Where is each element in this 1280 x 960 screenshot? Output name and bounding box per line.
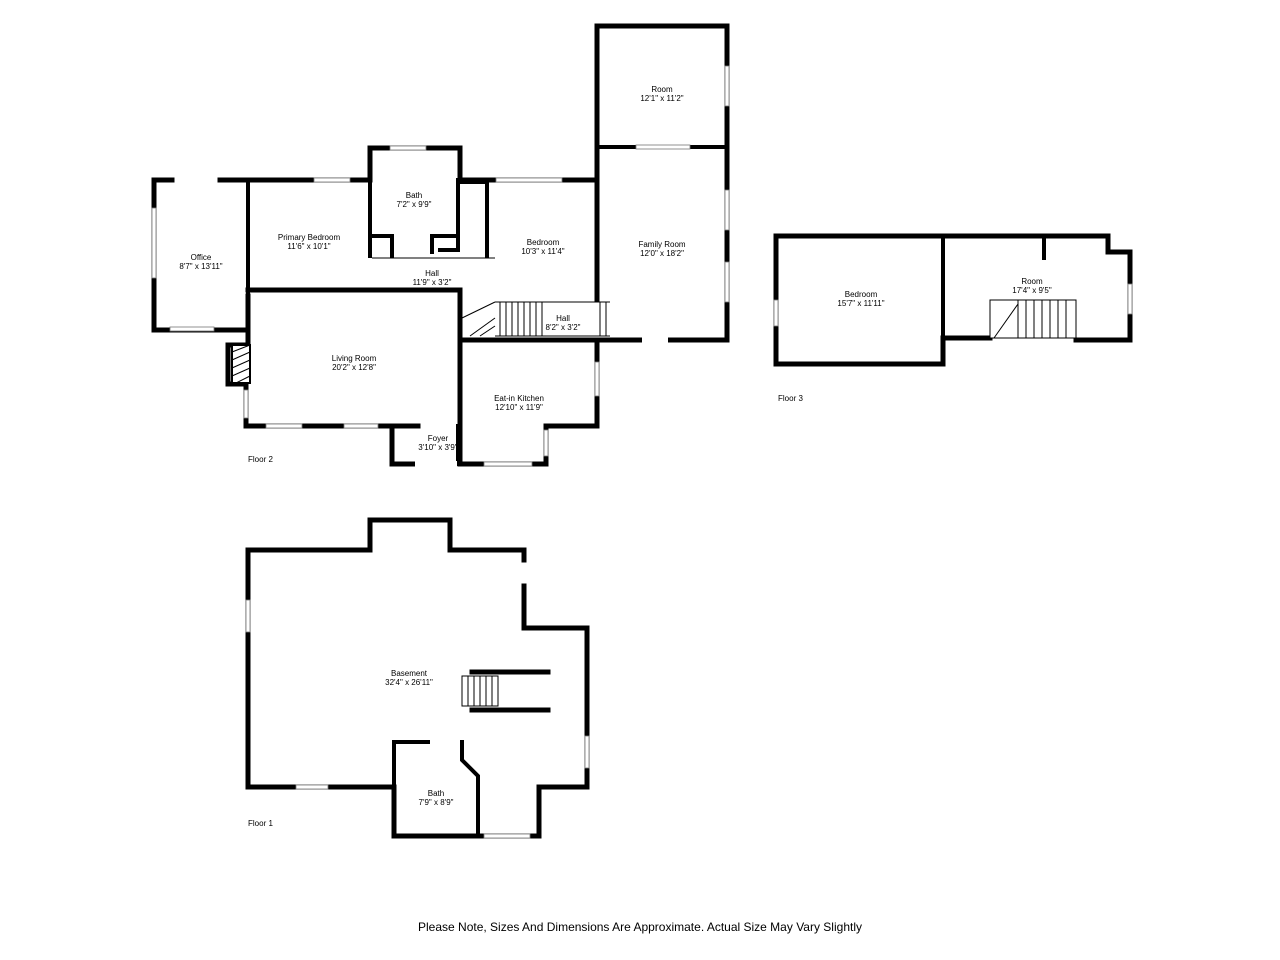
floor3-room-dims: 17'4" x 9'5"	[1012, 286, 1052, 295]
primary-bedroom-dims: 11'6" x 10'1"	[287, 242, 330, 251]
bath-dims: 7'2" x 9'9"	[397, 200, 432, 209]
lower-hall-name: Hall	[556, 314, 570, 323]
upper-hall-name: Hall	[425, 269, 439, 278]
family-room-dims: 12'0" x 18'2"	[640, 249, 684, 258]
windows-floor-3	[773, 283, 1133, 327]
fireplace-hatch	[231, 344, 251, 384]
floor-2-label: Floor 2	[248, 455, 273, 464]
basement-stair-treads	[467, 676, 493, 706]
room-labels: Office 8'7" x 13'11" Primary Bedroom 11'…	[179, 85, 1052, 934]
basement-bath-walls-2	[460, 740, 480, 838]
floor3-room-name: Room	[1021, 277, 1043, 286]
office-dims: 8'7" x 13'11"	[179, 262, 222, 271]
basement-dims: 32'4" x 26'11"	[385, 678, 433, 687]
room-walls	[594, 23, 730, 343]
windows-floor-1	[245, 599, 590, 839]
disclaimer-text: Please Note, Sizes And Dimensions Are Ap…	[418, 920, 862, 934]
kitchen-dims: 12'10" x 11'9"	[495, 403, 543, 412]
bath-name: Bath	[406, 191, 422, 200]
doors-floor-2	[415, 337, 668, 467]
primary-bedroom-top-wall	[245, 145, 598, 183]
room-name: Room	[651, 85, 673, 94]
stair-treads	[461, 301, 607, 337]
floor-3-label: Floor 3	[778, 394, 803, 403]
foyer-name: Foyer	[428, 434, 449, 443]
floor3-stairs	[989, 299, 1077, 339]
room-dims: 12'1" x 11'2"	[640, 94, 683, 103]
floor3-bedroom-name: Bedroom	[845, 290, 878, 299]
primary-bedroom-name: Primary Bedroom	[278, 233, 341, 242]
floor3-bedroom-dims: 15'7" x 11'11"	[837, 299, 884, 308]
floor-1-label: Floor 1	[248, 819, 273, 828]
windows-floor-2	[151, 65, 730, 467]
bedroom-dims: 10'3" x 11'4"	[521, 247, 564, 256]
upper-hall-dims: 11'9" x 3'2"	[413, 278, 452, 287]
foyer-dims: 3'10" x 3'9"	[418, 443, 458, 452]
kitchen-name: Eat-in Kitchen	[494, 394, 544, 403]
floor-3-plan	[773, 233, 1133, 367]
living-room-name: Living Room	[332, 354, 377, 363]
office-name: Office	[191, 253, 212, 262]
bedroom-name: Bedroom	[527, 238, 560, 247]
living-room-walls	[225, 293, 419, 467]
floor-1-plan	[245, 517, 590, 839]
living-room-dims: 20'2" x 12'8"	[332, 363, 376, 372]
floor-2-plan	[151, 23, 730, 467]
floor3-stair-treads	[993, 300, 1067, 339]
basement-name: Basement	[391, 669, 428, 678]
basement-bath-name: Bath	[428, 789, 444, 798]
lower-hall-dims: 8'2" x 3'2"	[546, 323, 581, 332]
basement-bath-dims: 7'9" x 8'9"	[419, 798, 454, 807]
floor3-walls	[773, 233, 1133, 343]
stair-walls	[457, 287, 600, 343]
family-room-name: Family Room	[638, 240, 685, 249]
